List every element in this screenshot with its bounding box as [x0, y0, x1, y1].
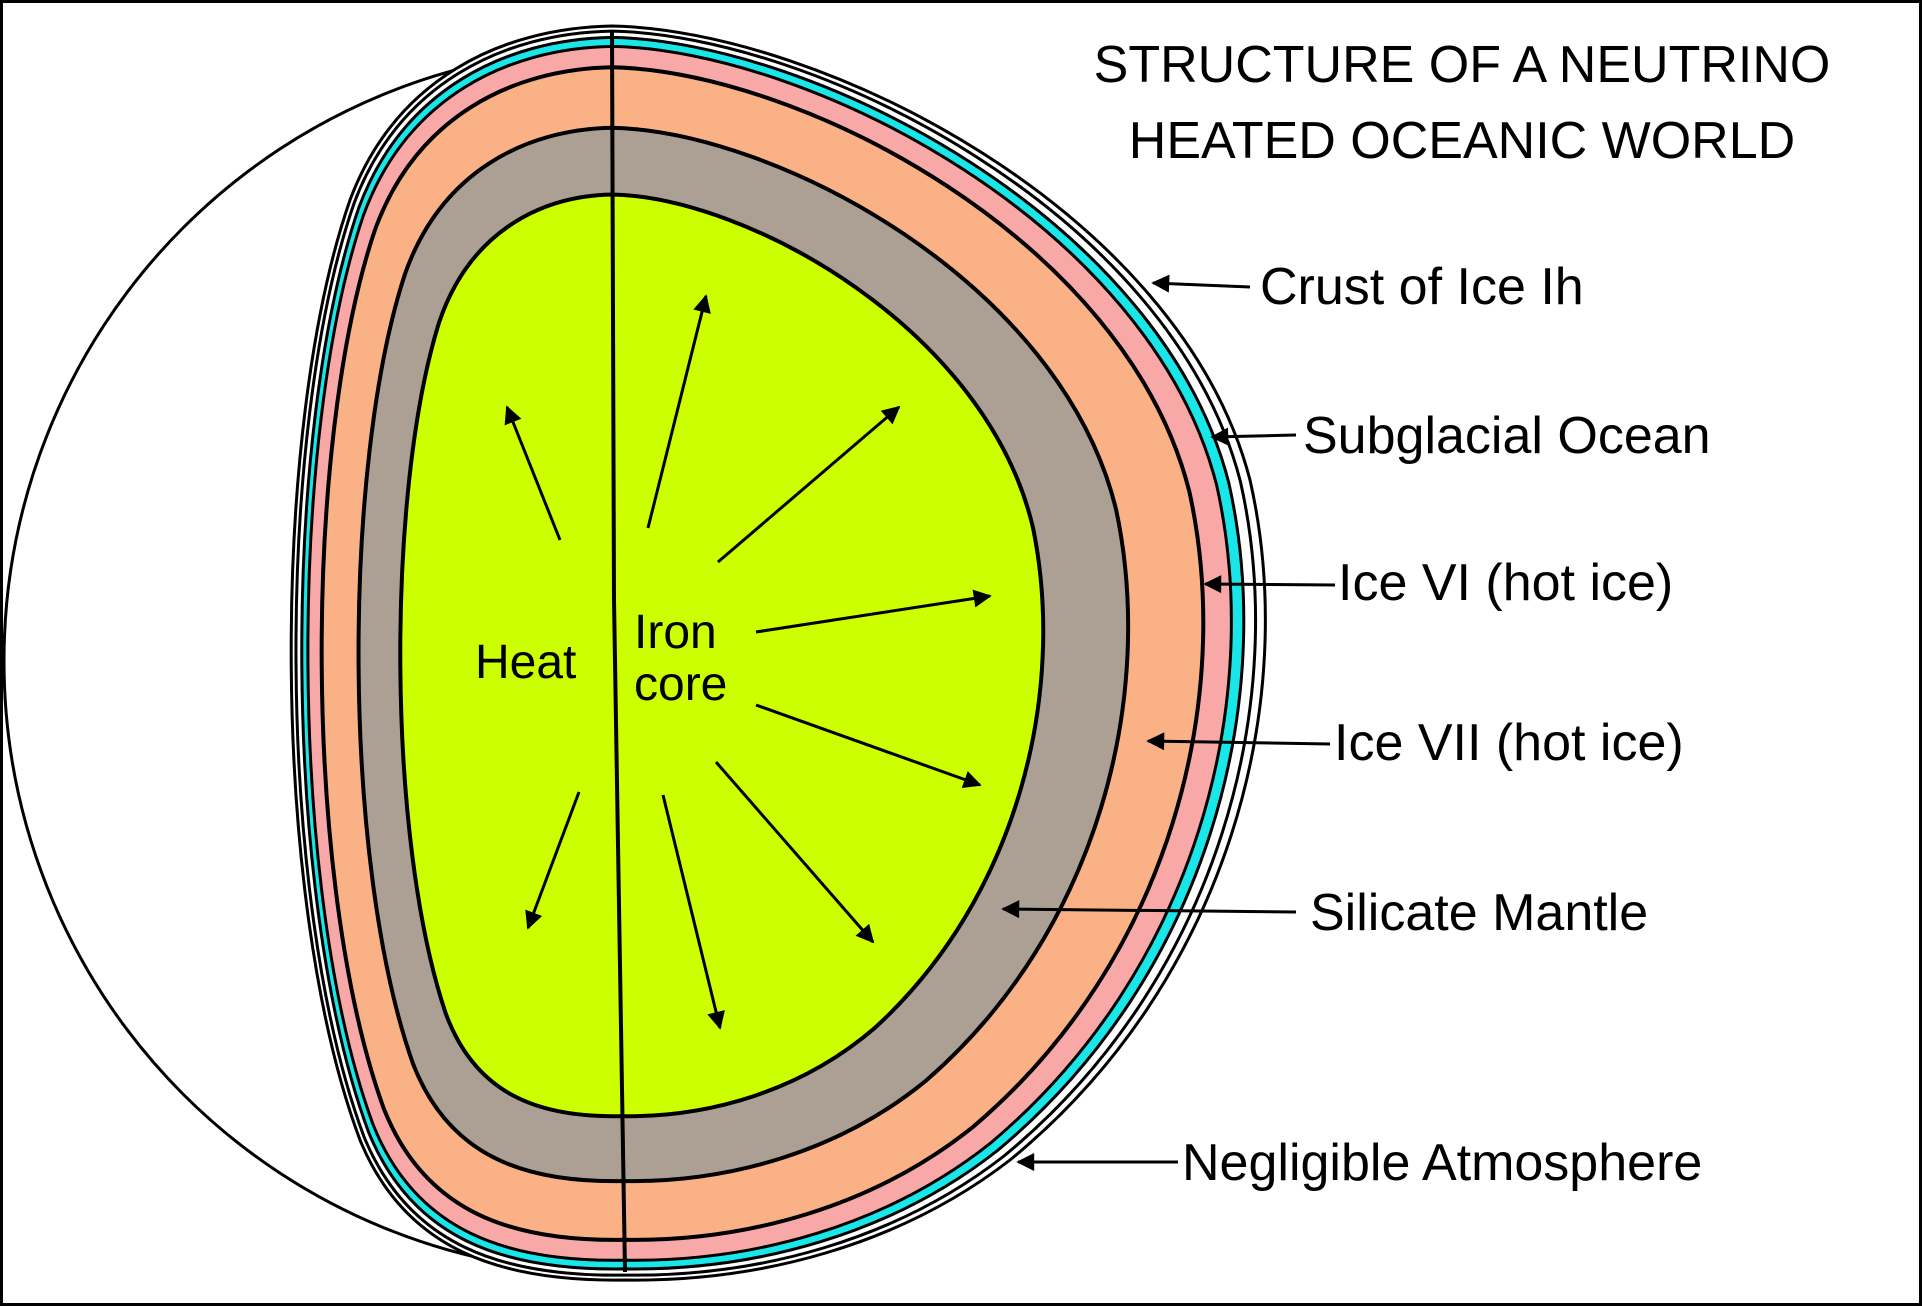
ocean-leader [1210, 427, 1297, 446]
cut-line [610, 29, 627, 1273]
atmosphere-label: Negligible Atmosphere [1182, 1134, 1702, 1192]
heat-arrow [717, 405, 901, 564]
ice-vii-leader [1146, 732, 1331, 751]
heat-arrow [755, 589, 992, 634]
heat-arrows [504, 294, 992, 1030]
heat-arrow [525, 791, 581, 930]
iron-core-label-line1: Iron [634, 606, 717, 659]
iron-core-label-line2: core [634, 658, 727, 711]
heat-arrow [504, 405, 562, 541]
callout-lines [1001, 274, 1336, 1171]
mantle-label: Silicate Mantle [1310, 884, 1648, 942]
heat-arrow [661, 794, 725, 1030]
ocean-label: Subglacial Ocean [1303, 407, 1711, 465]
core-layer [398, 192, 1046, 1119]
title-line-1: STRUCTURE OF A NEUTRINO [1094, 36, 1831, 94]
crust-leader [1151, 274, 1251, 293]
cutaway-layers [289, 24, 1267, 1282]
ice-vi-leader [1203, 575, 1336, 594]
heat-arrow [646, 294, 711, 529]
crust-label: Crust of Ice Ih [1260, 258, 1584, 316]
heat-arrow [714, 761, 875, 944]
mantle-leader [1001, 900, 1297, 919]
heat-arrow [755, 703, 982, 789]
title-line-2: HEATED OCEANIC WORLD [1129, 112, 1795, 170]
ice-vi-label: Ice VI (hot ice) [1338, 554, 1673, 612]
ice-vii-label: Ice VII (hot ice) [1334, 714, 1684, 772]
heat-label: Heat [475, 636, 576, 689]
